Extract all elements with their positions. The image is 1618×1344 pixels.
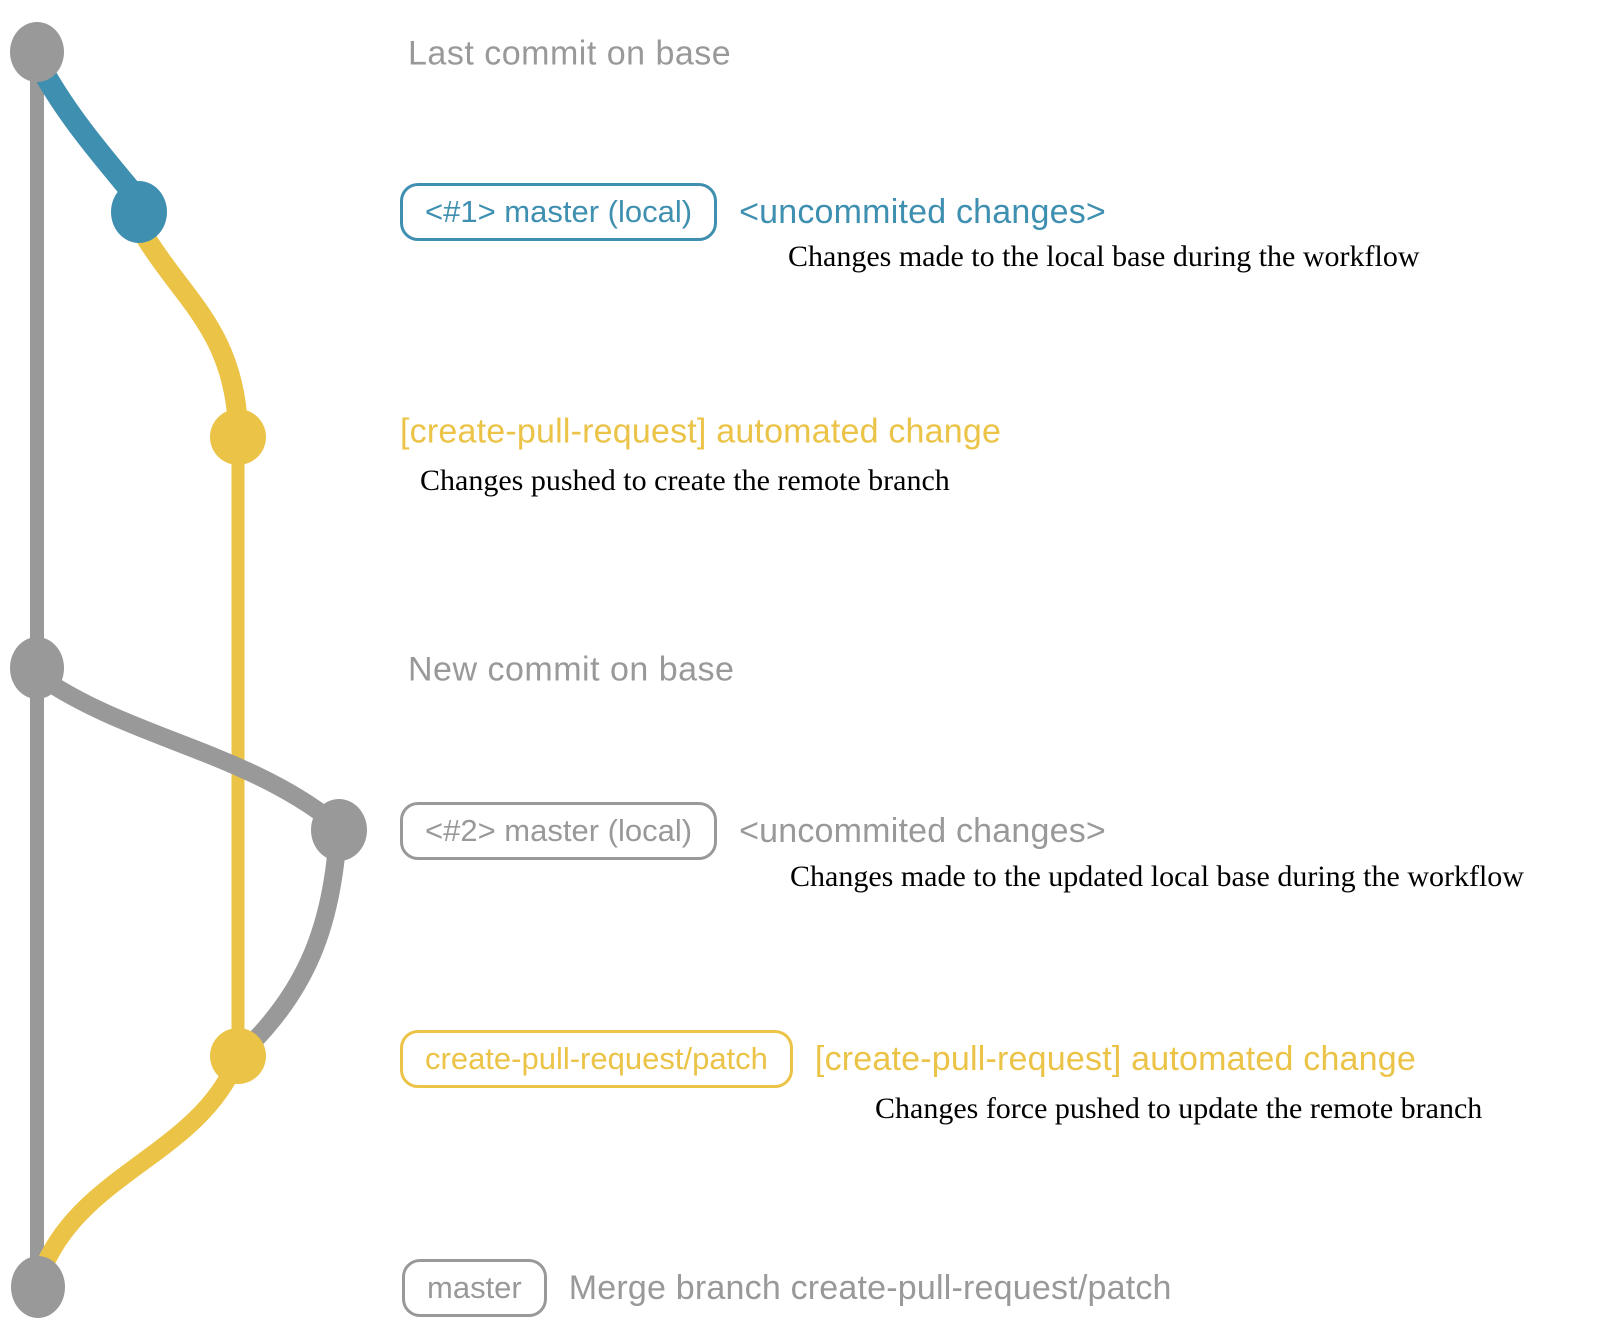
commit-dot-last-base bbox=[10, 22, 64, 82]
row-push-2: create-pull-request/patch [create-pull-r… bbox=[400, 1030, 1416, 1088]
commit-dot-patch-2 bbox=[210, 1028, 266, 1084]
description-commit-2: Changes made to the updated local base d… bbox=[790, 860, 1524, 893]
annotation-uncommited-2: <uncommited changes> bbox=[739, 811, 1106, 850]
row-merge: master Merge branch create-pull-request/… bbox=[402, 1259, 1172, 1317]
commit-dot-patch-1 bbox=[210, 409, 266, 465]
rebase-curve-in bbox=[238, 837, 346, 1057]
patch-branch-create-curve bbox=[136, 228, 248, 438]
badge-master: master bbox=[402, 1259, 547, 1317]
row-last-commit: Last commit on base bbox=[408, 35, 731, 74]
new-commit-label: New commit on base bbox=[408, 650, 735, 689]
annotation-automated-change-2: [create-pull-request] automated change bbox=[814, 1039, 1416, 1078]
annotation-automated-change-1: [create-pull-request] automated change bbox=[400, 412, 1002, 451]
rebase-curve-out bbox=[33, 669, 342, 831]
row-commit-2: <#2> master (local) <uncommited changes> bbox=[400, 802, 1106, 860]
description-push-2: Changes force pushed to update the remot… bbox=[875, 1092, 1483, 1125]
row-commit-1: <#1> master (local) <uncommited changes> bbox=[400, 183, 1106, 241]
local-changes-curve bbox=[27, 51, 148, 209]
badge-patch-branch: create-pull-request/patch bbox=[400, 1030, 793, 1088]
description-commit-1: Changes made to the local base during th… bbox=[788, 240, 1420, 273]
commit-dot-local-1 bbox=[111, 181, 167, 243]
badge-master-local-1: <#1> master (local) bbox=[400, 183, 718, 241]
annotation-merge: Merge branch create-pull-request/patch bbox=[568, 1268, 1172, 1307]
description-push-1: Changes pushed to create the remote bran… bbox=[420, 464, 950, 497]
annotation-uncommited-1: <uncommited changes> bbox=[739, 192, 1106, 231]
row-new-commit: New commit on base bbox=[408, 651, 734, 690]
badge-master-local-2: <#2> master (local) bbox=[400, 802, 718, 860]
merge-curve bbox=[37, 1053, 245, 1271]
commit-dot-merge bbox=[11, 1256, 65, 1318]
last-commit-label: Last commit on base bbox=[408, 34, 732, 73]
commit-dot-new-base bbox=[10, 637, 64, 699]
commit-dot-local-2 bbox=[311, 799, 367, 861]
row-push-1: [create-pull-request] automated change bbox=[400, 413, 1001, 452]
